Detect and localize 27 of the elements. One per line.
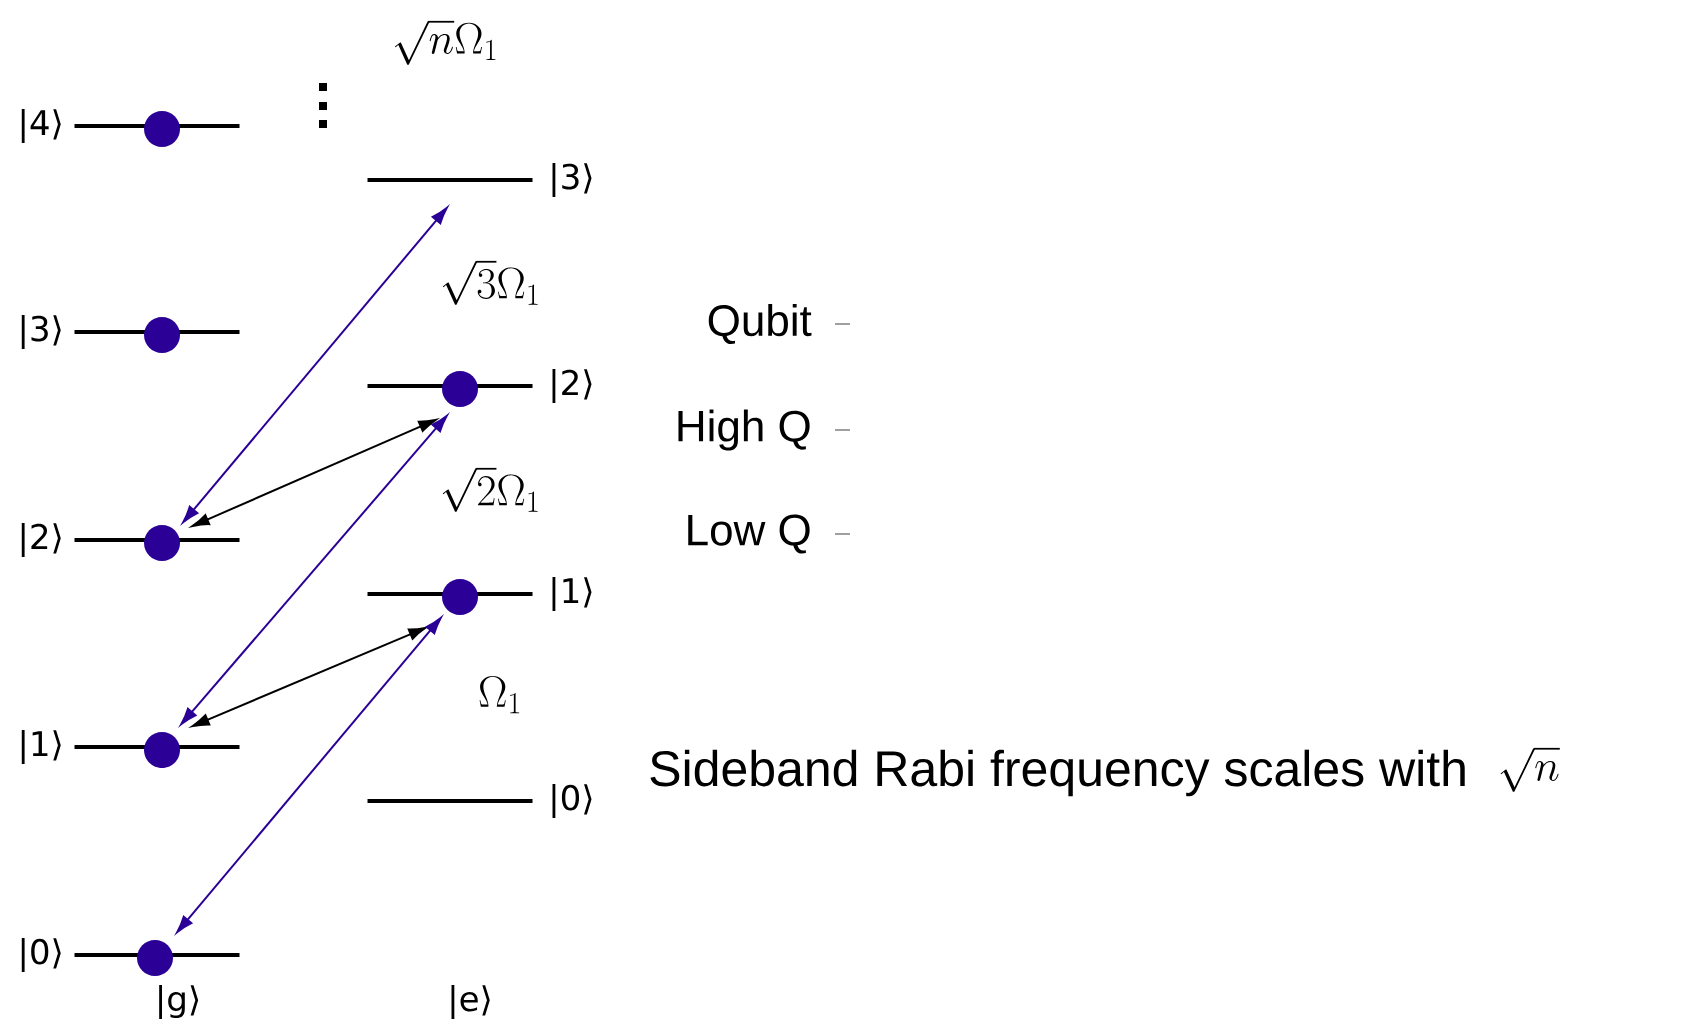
double-arrow bbox=[176, 616, 442, 934]
rabi-frequency-label: $\sqrt{2}\Omega_1$ bbox=[442, 467, 538, 512]
state-label: |e⟩ bbox=[451, 985, 490, 1019]
state-label: |g⟩ bbox=[159, 985, 199, 1019]
energy-level bbox=[367, 178, 533, 182]
rabi-frequency-label: $\sqrt{3}\Omega_1$ bbox=[442, 260, 538, 305]
legend-label: Low Q bbox=[688, 514, 810, 554]
state-label: |0⟩ bbox=[21, 938, 61, 972]
rabi-frequency-label: $\Omega_1$ bbox=[479, 675, 520, 714]
legend-label: High Q bbox=[678, 409, 810, 451]
double-arrow bbox=[180, 414, 448, 726]
legend-label: Qubit bbox=[708, 303, 812, 345]
state-label: |4⟩ bbox=[21, 109, 61, 143]
double-arrow bbox=[191, 627, 427, 727]
state-label: |3⟩ bbox=[552, 163, 592, 197]
caption-text: Sideband Rabi frequency scales with bbox=[650, 749, 1465, 797]
state-label: |2⟩ bbox=[552, 369, 592, 403]
double-arrow bbox=[191, 419, 437, 527]
double-arrow bbox=[182, 206, 448, 524]
state-label: |1⟩ bbox=[21, 730, 61, 764]
state-label: |0⟩ bbox=[552, 784, 592, 818]
state-label: |1⟩ bbox=[552, 577, 592, 611]
state-label: |3⟩ bbox=[21, 315, 61, 349]
energy-level bbox=[367, 799, 533, 803]
formula: $\sqrt{n}$ bbox=[1500, 747, 1560, 792]
rabi-frequency-label: $\sqrt{n}\Omega_1$ bbox=[395, 20, 496, 65]
state-label: |2⟩ bbox=[21, 523, 61, 557]
